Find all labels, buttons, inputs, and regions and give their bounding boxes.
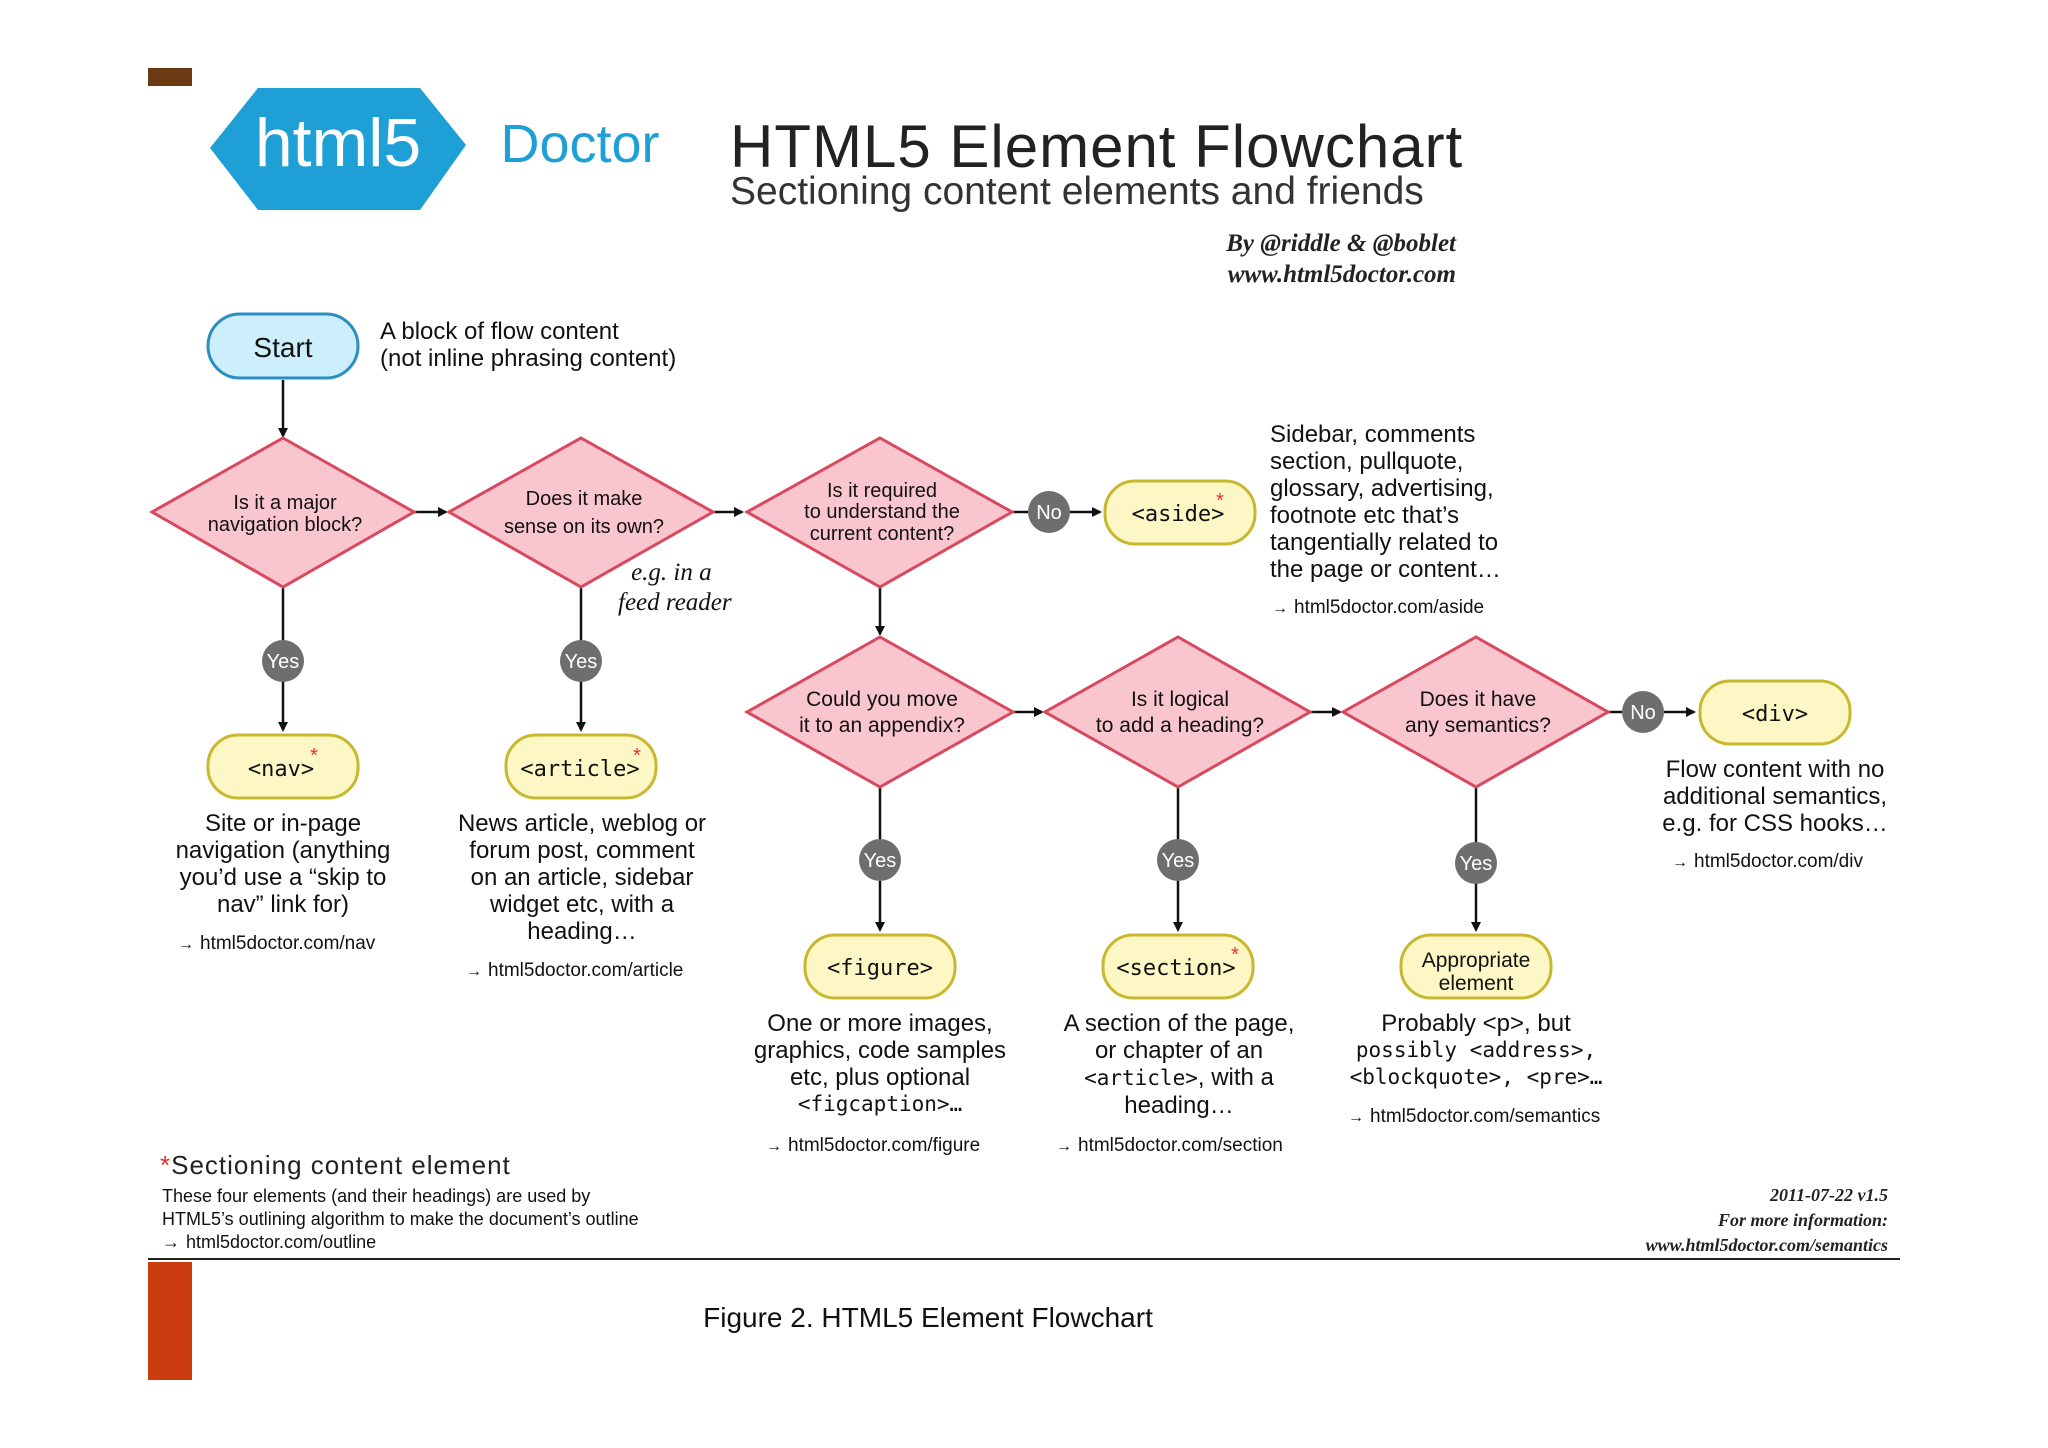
svg-text:Is it logical: Is it logical	[1131, 688, 1229, 711]
aside-note: Sidebar, comments section, pullquote, gl…	[1270, 421, 1501, 583]
element-article: <article> *	[504, 733, 658, 800]
svg-text:any semantics?: any semantics?	[1405, 714, 1551, 737]
svg-text:Could you move: Could you move	[806, 688, 958, 711]
html5doctor-logo: html5 Doctor	[210, 88, 660, 210]
svg-text:Is it a major: Is it a major	[233, 492, 337, 514]
svg-text:Does it have: Does it have	[1420, 688, 1537, 711]
yes-badge: Yes	[859, 839, 901, 881]
decision-figure: Could you move it to an appendix?	[743, 635, 1017, 789]
svg-text:Does it make: Does it make	[526, 488, 643, 510]
no-badge: No	[1028, 491, 1070, 533]
connectors	[278, 380, 1696, 932]
yes-badge: Yes	[1455, 842, 1497, 884]
svg-text:Appropriate: Appropriate	[1422, 949, 1531, 972]
sectioning-star-icon: *	[310, 745, 318, 767]
legend-text: These four elements (and their headings)…	[162, 1186, 639, 1252]
decision-section: Is it logical to add a heading?	[1041, 635, 1314, 789]
decision-article: Does it make sense on its own?	[445, 436, 717, 589]
svg-text:Is it required: Is it required	[827, 480, 937, 502]
start-label: Start	[253, 332, 312, 363]
logo-badge-shape	[210, 88, 466, 210]
element-aside: <aside> *	[1103, 479, 1257, 546]
arrow-icon: →	[178, 936, 194, 953]
figure-link[interactable]: →html5doctor.com/figure	[766, 1135, 981, 1156]
yes-badge: Yes	[262, 640, 304, 682]
svg-text:No: No	[1630, 702, 1656, 724]
svg-text:it to an appendix?: it to an appendix?	[799, 714, 965, 737]
svg-text:to add a heading?: to add a heading?	[1096, 714, 1264, 737]
decision-aside: Is it required to understand the current…	[743, 436, 1016, 589]
svg-text:Yes: Yes	[1460, 853, 1493, 875]
div-note: Flow content with no additional semantic…	[1662, 756, 1888, 837]
element-figure: <figure>	[803, 933, 957, 1000]
decision-div: Does it have any semantics?	[1339, 635, 1612, 789]
site-url: www.html5doctor.com	[1227, 261, 1456, 288]
logo-html5-text: html5	[255, 105, 421, 181]
section-link[interactable]: →html5doctor.com/section	[1056, 1135, 1283, 1156]
byline: By @riddle & @boblet www.html5doctor.com	[1226, 228, 1456, 290]
svg-text:to understand the: to understand the	[804, 501, 960, 523]
svg-text:<article>: <article>	[520, 757, 639, 782]
figure-caption: Figure 2. HTML5 Element Flowchart	[703, 1302, 1153, 1333]
red-accent-bar	[148, 1262, 192, 1380]
svg-text:<section>: <section>	[1116, 956, 1235, 981]
svg-text:navigation block?: navigation block?	[208, 514, 363, 536]
semantics-link[interactable]: →html5doctor.com/semantics	[1348, 1106, 1601, 1127]
element-section: <section> *	[1101, 933, 1255, 1000]
sectioning-star-icon: *	[160, 1150, 172, 1180]
yes-badge: Yes	[1157, 839, 1199, 881]
decision-nav: Is it a major navigation block?	[148, 436, 418, 589]
svg-text:sense on its own?: sense on its own?	[504, 516, 664, 538]
div-link[interactable]: →html5doctor.com/div	[1672, 851, 1863, 872]
article-note: News article, weblog or forum post, comm…	[457, 810, 707, 945]
nav-note: Site or in-page navigation (anything you…	[175, 810, 391, 918]
svg-text:Yes: Yes	[267, 651, 300, 673]
brown-accent-bar	[148, 68, 192, 86]
semantics-note: Probably <p>, but possibly <address>, <b…	[1349, 1010, 1603, 1089]
no-badge: No	[1622, 691, 1664, 733]
start-node: Start	[206, 312, 360, 380]
authors: By @riddle & @boblet	[1226, 230, 1456, 257]
yes-badge: Yes	[560, 640, 602, 682]
nav-link[interactable]: →html5doctor.com/nav	[178, 933, 376, 954]
arrow-icon: →	[1272, 600, 1288, 617]
svg-text:element: element	[1439, 972, 1514, 995]
svg-text:<nav>: <nav>	[248, 757, 314, 782]
svg-text:No: No	[1036, 502, 1062, 524]
aside-link[interactable]: →html5doctor.com/aside	[1272, 597, 1485, 618]
element-appropriate: Appropriate element	[1399, 933, 1553, 1000]
element-nav: <nav> *	[206, 733, 360, 800]
sectioning-star-icon: *	[1216, 490, 1224, 512]
arrow-icon: →	[466, 963, 482, 980]
svg-text:<figure>: <figure>	[827, 956, 933, 981]
arrow-icon: →	[1348, 1109, 1364, 1126]
chart-title: HTML5 Element Flowchart	[730, 113, 1464, 180]
chart-subtitle: Sectioning content elements and friends	[730, 170, 1424, 213]
sectioning-star-icon: *	[1231, 944, 1239, 966]
sectioning-star-icon: *	[633, 745, 641, 767]
section-note: A section of the page, or chapter of an …	[1063, 1010, 1295, 1119]
legend-title: *Sectioning content element	[160, 1150, 511, 1180]
logo-doctor-text: Doctor	[500, 114, 659, 174]
element-div: <div>	[1698, 679, 1852, 746]
article-hint: e.g. in a feed reader	[618, 559, 732, 616]
arrow-icon: →	[766, 1138, 782, 1155]
arrow-icon: →	[1056, 1138, 1072, 1155]
svg-text:<div>: <div>	[1742, 702, 1808, 727]
start-note: A block of flow content (not inline phra…	[380, 318, 677, 372]
svg-text:<aside>: <aside>	[1132, 502, 1225, 527]
version-info: 2011-07-22 v1.5 For more information: ww…	[1645, 1185, 1888, 1255]
svg-text:Yes: Yes	[864, 850, 897, 872]
figure-note: One or more images, graphics, code sampl…	[753, 1010, 1007, 1116]
outline-link[interactable]: →html5doctor.com/outline	[162, 1232, 377, 1252]
arrow-icon: →	[1672, 854, 1688, 871]
svg-text:Yes: Yes	[1162, 850, 1195, 872]
arrow-icon: →	[162, 1232, 180, 1252]
article-link[interactable]: →html5doctor.com/article	[466, 960, 684, 981]
svg-text:current content?: current content?	[810, 523, 955, 545]
svg-text:Yes: Yes	[565, 651, 598, 673]
